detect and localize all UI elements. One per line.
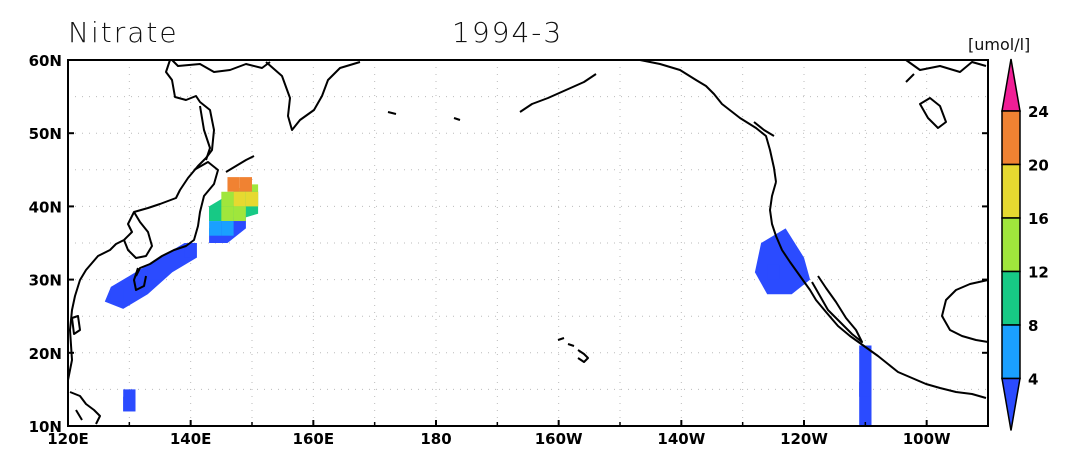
colorbar-label: 16 (1028, 210, 1049, 228)
data-cell (221, 206, 234, 222)
data-cell (110, 286, 124, 302)
colorbar-segment (1001, 270, 1021, 326)
units-label: [umol/l] (968, 35, 1030, 54)
y-tick-label: 60N (29, 52, 62, 70)
coast-vancouver (753, 121, 775, 137)
x-tick-label: 120E (47, 430, 89, 448)
y-tick-label: 20N (29, 345, 62, 363)
coast-asia-north (171, 59, 271, 73)
y-tick-label: 50N (29, 125, 62, 143)
coast-hawaii (557, 337, 589, 363)
colorbar: 24 20 16 12 8 4 (1001, 58, 1049, 431)
data-cell (123, 396, 136, 412)
colorbar-label: 8 (1028, 317, 1038, 335)
x-tick-label: 140W (657, 430, 705, 448)
data-cell (767, 264, 780, 280)
coast-kyushu (133, 267, 147, 291)
colorbar-segment (1001, 163, 1021, 219)
x-axis: 120E 140E 160E 180 160W 140W 120W 100W (47, 420, 951, 448)
x-tick-label: 160E (293, 430, 335, 448)
colorbar-segment (1001, 217, 1021, 273)
map-frame (67, 59, 989, 427)
data-cell (859, 382, 872, 397)
data-cell (233, 191, 246, 207)
y-tick-label: 30N (29, 272, 62, 290)
coast-kamchatka (265, 61, 361, 131)
colorbar-label: 12 (1028, 264, 1049, 282)
map-area (68, 60, 988, 426)
coast-baja (811, 275, 863, 343)
gridlines (68, 60, 988, 426)
data-cell (147, 264, 160, 280)
coast-gulf (941, 279, 989, 343)
data-cell (233, 206, 246, 222)
coast-philippines (69, 391, 101, 425)
data-cell (184, 243, 197, 258)
data-cell (239, 177, 252, 192)
x-tick-label: 180 (420, 430, 451, 448)
data-cells (104, 177, 872, 426)
variable-title: Nitrate (68, 16, 179, 49)
data-cell (209, 206, 222, 222)
colorbar-segment (1001, 324, 1021, 380)
colorbar-label: 20 (1028, 157, 1049, 175)
date-title: 1994-3 (452, 16, 563, 49)
data-cell (245, 191, 259, 207)
coast-korea (123, 211, 153, 259)
data-cell (227, 177, 240, 192)
colorbar-label: 4 (1028, 371, 1038, 389)
colorbar-segment (1001, 110, 1021, 166)
coast-alaska-north (905, 59, 987, 73)
x-tick-label: 120W (780, 430, 828, 448)
coast-japan (135, 161, 219, 277)
coast-kurils (225, 155, 255, 173)
coast-taiwan (71, 315, 81, 335)
colorbar-top-arrow (1001, 58, 1021, 112)
coast-alaska (639, 59, 777, 183)
coast-islands (905, 73, 947, 129)
x-tick-label: 100W (903, 430, 951, 448)
colorbar-label: 24 (1028, 103, 1049, 121)
data-cell (221, 221, 234, 236)
coastlines (67, 59, 989, 425)
x-tick-label: 160W (535, 430, 583, 448)
coast-asia-mainland (67, 59, 215, 381)
y-tick-label: 10N (29, 418, 62, 436)
colorbar-bottom-arrow (1001, 377, 1021, 431)
data-cell (209, 221, 222, 236)
coast-na-west (769, 181, 987, 399)
data-cell (221, 191, 234, 207)
coast-sakhalin (199, 105, 211, 161)
y-axis: 10N 20N 30N 40N 50N 60N (29, 52, 988, 436)
coast-aleutians (387, 73, 597, 121)
y-tick-label: 40N (29, 198, 62, 216)
x-tick-label: 140E (170, 430, 212, 448)
